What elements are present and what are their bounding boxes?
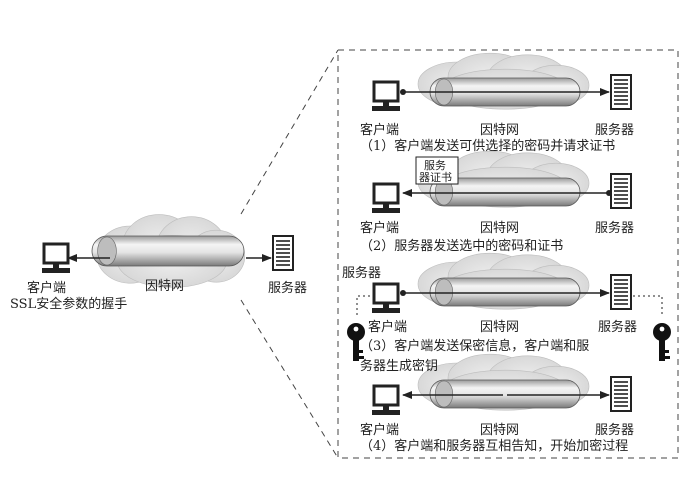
certificate-box (415, 156, 459, 185)
step-1-client-icon (372, 80, 400, 111)
step-3-caption-line-1: （3）客户端发送保密信息，客户端和服 (360, 338, 589, 354)
step-3-server-key-link (633, 295, 663, 317)
step-3-heading: 服务器 (342, 265, 381, 281)
step-3-pipe (429, 277, 581, 307)
step-1-client-label: 客户端 (360, 122, 399, 138)
step-3-client-key-link (356, 295, 370, 317)
certificate-line-1: 服务 (424, 159, 446, 172)
step-1-internet-label: 因特网 (480, 123, 519, 138)
step-2-labels: 服务 器证书 客户端 因特网 服务器 （2）服务器发送选中的密码和证书 (360, 156, 634, 254)
step-4-server-icon (610, 376, 632, 412)
step-2-internet-label: 因特网 (480, 221, 519, 236)
step-3-labels: 服务器 客户端 因特网 服务器 （3）客户端发送保密信息，客户端和服 务器生成密… (342, 265, 637, 374)
zoom-line-top (240, 49, 339, 215)
step-2-server-label: 服务器 (595, 220, 634, 236)
client-key-icon (347, 323, 365, 361)
step-3-internet-label: 因特网 (480, 320, 519, 335)
overview-caption: SSL安全参数的握手 (10, 296, 127, 312)
server-key-icon (653, 323, 671, 361)
step-1-labels: 客户端 因特网 服务器 （1）客户端发送可供选择的密码并请求证书 (360, 122, 634, 154)
step-1-caption: （1）客户端发送可供选择的密码并请求证书 (360, 138, 615, 154)
step-1-start-dot (400, 89, 406, 95)
step-2-pipe (429, 177, 581, 207)
certificate-line-2: 器证书 (419, 171, 452, 184)
zoom-line-bottom (240, 299, 339, 459)
step-2-client-label: 客户端 (360, 220, 399, 236)
step-4-labels: 客户端 因特网 服务器 （4）客户端和服务器互相告知，开始加密过程 (360, 422, 634, 454)
zoom-connector (240, 49, 679, 459)
step-4-client-label: 客户端 (360, 422, 399, 438)
step-3-server-icon (610, 274, 632, 310)
step-1-server-label: 服务器 (595, 122, 634, 138)
step-4-caption: （4）客户端和服务器互相告知，开始加密过程 (360, 438, 628, 454)
overview-client-label: 客户端 (27, 280, 66, 296)
overview-server-icon (272, 235, 294, 271)
step-3-client-icon (372, 282, 400, 313)
step-2-client-icon (372, 182, 400, 213)
overview-internet-label: 因特网 (145, 279, 184, 294)
overview-labels: 客户端 因特网 服务器 SSL安全参数的握手 (10, 279, 307, 312)
overview-server-label: 服务器 (268, 280, 307, 296)
step-2-server-icon (610, 173, 632, 209)
step-4-client-icon (372, 384, 400, 415)
step-2-caption: （2）服务器发送选中的密码和证书 (360, 238, 563, 254)
overview-pipe (91, 235, 245, 267)
step-3-server-label: 服务器 (598, 319, 637, 335)
step-3-start-dot (400, 290, 406, 296)
step-1-server-icon (610, 74, 632, 110)
step-4-server-label: 服务器 (595, 422, 634, 438)
step-3-caption-line-2: 务器生成密钥 (360, 358, 438, 374)
detail-frame (337, 49, 679, 459)
step-3-client-label: 客户端 (368, 319, 407, 335)
overview-client-icon (42, 242, 70, 273)
step-4-internet-label: 因特网 (480, 423, 519, 438)
step-4-pipe (429, 379, 581, 409)
